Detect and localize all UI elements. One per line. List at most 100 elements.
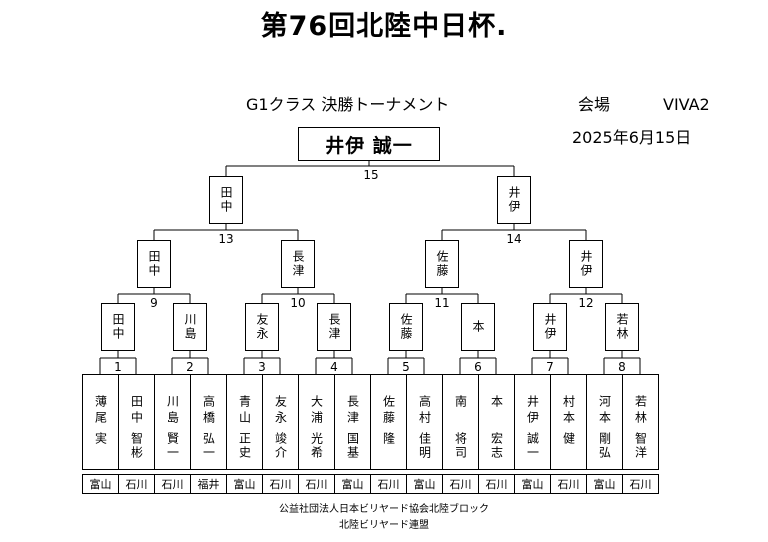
player-given-wrap: 実 (82, 432, 119, 446)
player-surname: 高橋 (201, 395, 216, 427)
player-prefecture: 富山 (514, 474, 551, 494)
player-given-wrap: 誠一 (514, 432, 551, 460)
organizer-line-1: 公益社団法人日本ビリヤード協会北陸ブロック (279, 504, 489, 515)
player-surname: 友永 (273, 395, 288, 427)
player-surname: 青山 (237, 395, 252, 427)
player-prefecture: 石川 (370, 474, 407, 494)
winner-box-m8: 若林 (605, 303, 639, 351)
player-given-name: 賢一 (165, 432, 180, 460)
venue-name: VIVA2 (663, 95, 710, 114)
player-given-name: 佳明 (417, 432, 432, 460)
player-given-wrap: 宏志 (478, 432, 515, 460)
player-prefecture: 石川 (622, 474, 659, 494)
winner-box-m2: 川島 (173, 303, 207, 351)
player-given-name: 健 (561, 432, 576, 446)
player-given-wrap: 健 (550, 432, 587, 446)
winner-box-m4: 長津 (317, 303, 351, 351)
player-given-name: 国基 (345, 432, 360, 460)
player-surname: 若林 (633, 395, 648, 427)
player-given-wrap: 智彬 (118, 432, 155, 460)
player-given-name: 弘一 (201, 432, 216, 460)
winner-name: 若林 (615, 313, 629, 341)
player-surname: 長津 (345, 395, 360, 427)
winner-name: 長津 (327, 313, 341, 341)
player-given-wrap: 智洋 (622, 432, 659, 460)
match-number: 11 (434, 296, 450, 310)
player-surname: 村本 (561, 395, 576, 427)
winner-box-m6: 本 (461, 303, 495, 351)
player-given-wrap: 弘一 (190, 432, 227, 460)
player-prefecture: 富山 (406, 474, 443, 494)
player-surname: 高村 (417, 395, 432, 427)
match-number: 14 (506, 232, 522, 246)
player-surname: 河本 (597, 395, 612, 427)
player-surname: 大浦 (309, 395, 324, 427)
winner-name: 井伊 (507, 186, 521, 214)
class-label: G1クラス 決勝トーナメント (246, 95, 450, 114)
champion-name: 井伊 誠一 (325, 134, 413, 157)
venue-label: 会場 (578, 95, 611, 114)
player-given-wrap: 佳明 (406, 432, 443, 460)
player-cell: 若林 (622, 374, 659, 470)
event-date: 2025年6月15日 (572, 128, 692, 147)
match-number: 3 (258, 360, 266, 374)
player-prefecture: 福井 (190, 474, 227, 494)
player-prefecture: 石川 (550, 474, 587, 494)
player-given-name: 智彬 (129, 432, 144, 460)
player-prefecture: 石川 (298, 474, 335, 494)
player-prefecture: 富山 (586, 474, 623, 494)
player-prefecture: 石川 (262, 474, 299, 494)
player-given-wrap: 光希 (298, 432, 335, 460)
winner-box-m12: 井伊 (569, 240, 603, 288)
match-number: 5 (402, 360, 410, 374)
player-surname: 本 (489, 395, 504, 411)
player-given-name: 竣介 (273, 432, 288, 460)
player-given-name: 将司 (453, 432, 468, 460)
winner-name: 井伊 (579, 250, 593, 278)
player-given-name: 宏志 (489, 432, 504, 460)
player-surname: 井伊 (525, 395, 540, 427)
winner-name: 田中 (111, 313, 125, 341)
player-prefecture: 石川 (478, 474, 515, 494)
player-surname: 田中 (129, 395, 144, 427)
player-given-wrap: 正史 (226, 432, 263, 460)
match-number: 6 (474, 360, 482, 374)
match-number: 4 (330, 360, 338, 374)
player-given-name: 智洋 (633, 432, 648, 460)
player-surname: 南 (453, 395, 468, 411)
winner-box-m1: 田中 (101, 303, 135, 351)
player-prefecture: 富山 (226, 474, 263, 494)
winner-box-m10: 長津 (281, 240, 315, 288)
player-surname: 佐藤 (381, 395, 396, 427)
match-number: 8 (618, 360, 626, 374)
player-cell: 薄尾 (82, 374, 119, 470)
winner-box-m13: 田中 (209, 176, 243, 224)
player-surname: 薄尾 (93, 395, 108, 427)
player-prefecture: 富山 (334, 474, 371, 494)
page-title: 第76回北陸中日杯. (260, 11, 508, 42)
winner-name: 井伊 (543, 313, 557, 341)
winner-name: 田中 (219, 186, 233, 214)
player-cell: 佐藤 (370, 374, 407, 470)
player-given-name: 光希 (309, 432, 324, 460)
winner-box-m5: 佐藤 (389, 303, 423, 351)
player-given-wrap: 竣介 (262, 432, 299, 460)
match-number: 9 (150, 296, 158, 310)
winner-box-m7: 井伊 (533, 303, 567, 351)
player-surname: 川島 (165, 395, 180, 427)
player-given-name: 剛弘 (597, 432, 612, 460)
player-cell: 村本 (550, 374, 587, 470)
player-given-wrap: 賢一 (154, 432, 191, 460)
player-given-wrap: 将司 (442, 432, 479, 460)
winner-name: 川島 (183, 313, 197, 341)
player-prefecture: 石川 (442, 474, 479, 494)
player-given-wrap: 隆 (370, 432, 407, 446)
player-given-name: 正史 (237, 432, 252, 460)
match-number: 12 (578, 296, 594, 310)
player-given-name: 誠一 (525, 432, 540, 460)
player-given-name: 実 (93, 432, 108, 446)
match-number: 13 (218, 232, 234, 246)
player-prefecture: 石川 (154, 474, 191, 494)
winner-box-m3: 友永 (245, 303, 279, 351)
